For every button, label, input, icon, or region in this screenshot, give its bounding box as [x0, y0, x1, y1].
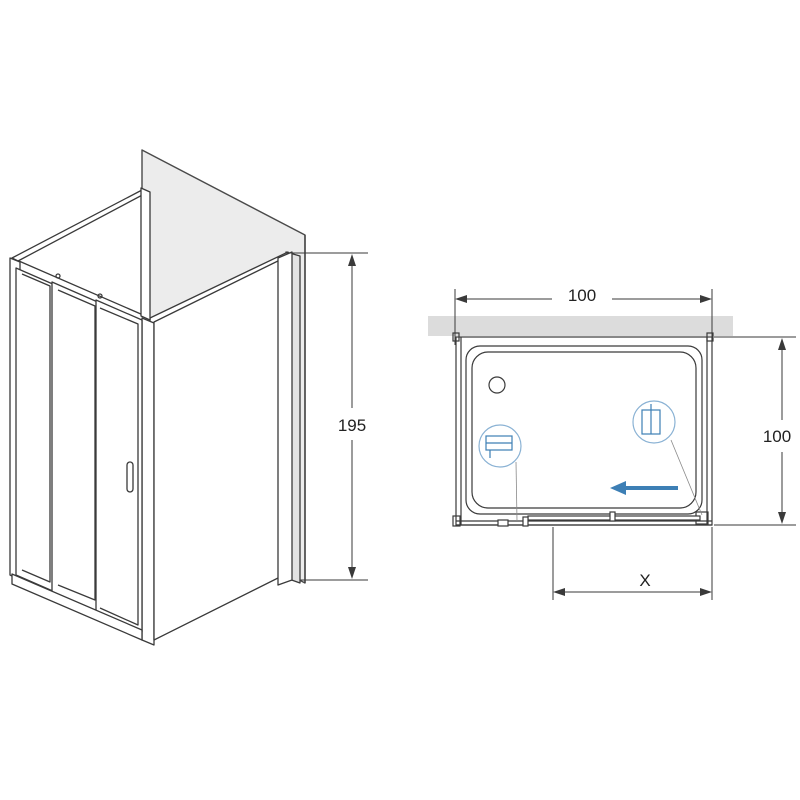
opening-dimension	[552, 527, 713, 600]
drain-icon	[488, 376, 506, 394]
door-stop-left	[497, 519, 509, 527]
side-wall-profile	[277, 251, 293, 586]
height-dimension	[290, 252, 368, 581]
depth-label: 100	[763, 427, 791, 446]
door-profile-detail-icon-2	[632, 400, 703, 516]
height-label: 195	[338, 416, 366, 435]
roller-right	[97, 293, 103, 299]
door-panel-3-inner	[99, 307, 139, 626]
tray-basin	[471, 351, 697, 509]
side-glass-panel	[153, 257, 285, 641]
width-dimension	[454, 289, 713, 345]
top-frame-back	[11, 189, 149, 262]
depth-dimension	[714, 336, 796, 526]
corner-bracket-tl	[452, 332, 460, 342]
width-label: 100	[568, 286, 596, 305]
tray-inner	[465, 345, 703, 515]
door-panel-1-inner	[21, 273, 51, 583]
plan-wall	[428, 316, 733, 336]
elevation-view: 195	[9, 149, 368, 646]
plan-view: 100	[428, 286, 796, 600]
door-profile-detail-icon	[478, 424, 522, 522]
door-panel-3	[95, 299, 143, 633]
corner-bracket-tr	[706, 332, 714, 342]
opening-label: X	[639, 571, 650, 590]
corner-post	[141, 317, 155, 646]
door-handle-plan-2[interactable]	[609, 511, 616, 522]
door-panel-2	[51, 281, 101, 613]
sliding-direction-arrow-icon	[610, 481, 678, 495]
door-panel-1	[15, 267, 56, 593]
bottom-rail	[11, 573, 143, 641]
rear-post	[140, 187, 151, 321]
door-panel-2-inner	[57, 289, 96, 601]
roller-left	[55, 273, 61, 279]
door-handle[interactable]	[126, 461, 134, 493]
door-handle-plan-1[interactable]	[522, 516, 529, 527]
